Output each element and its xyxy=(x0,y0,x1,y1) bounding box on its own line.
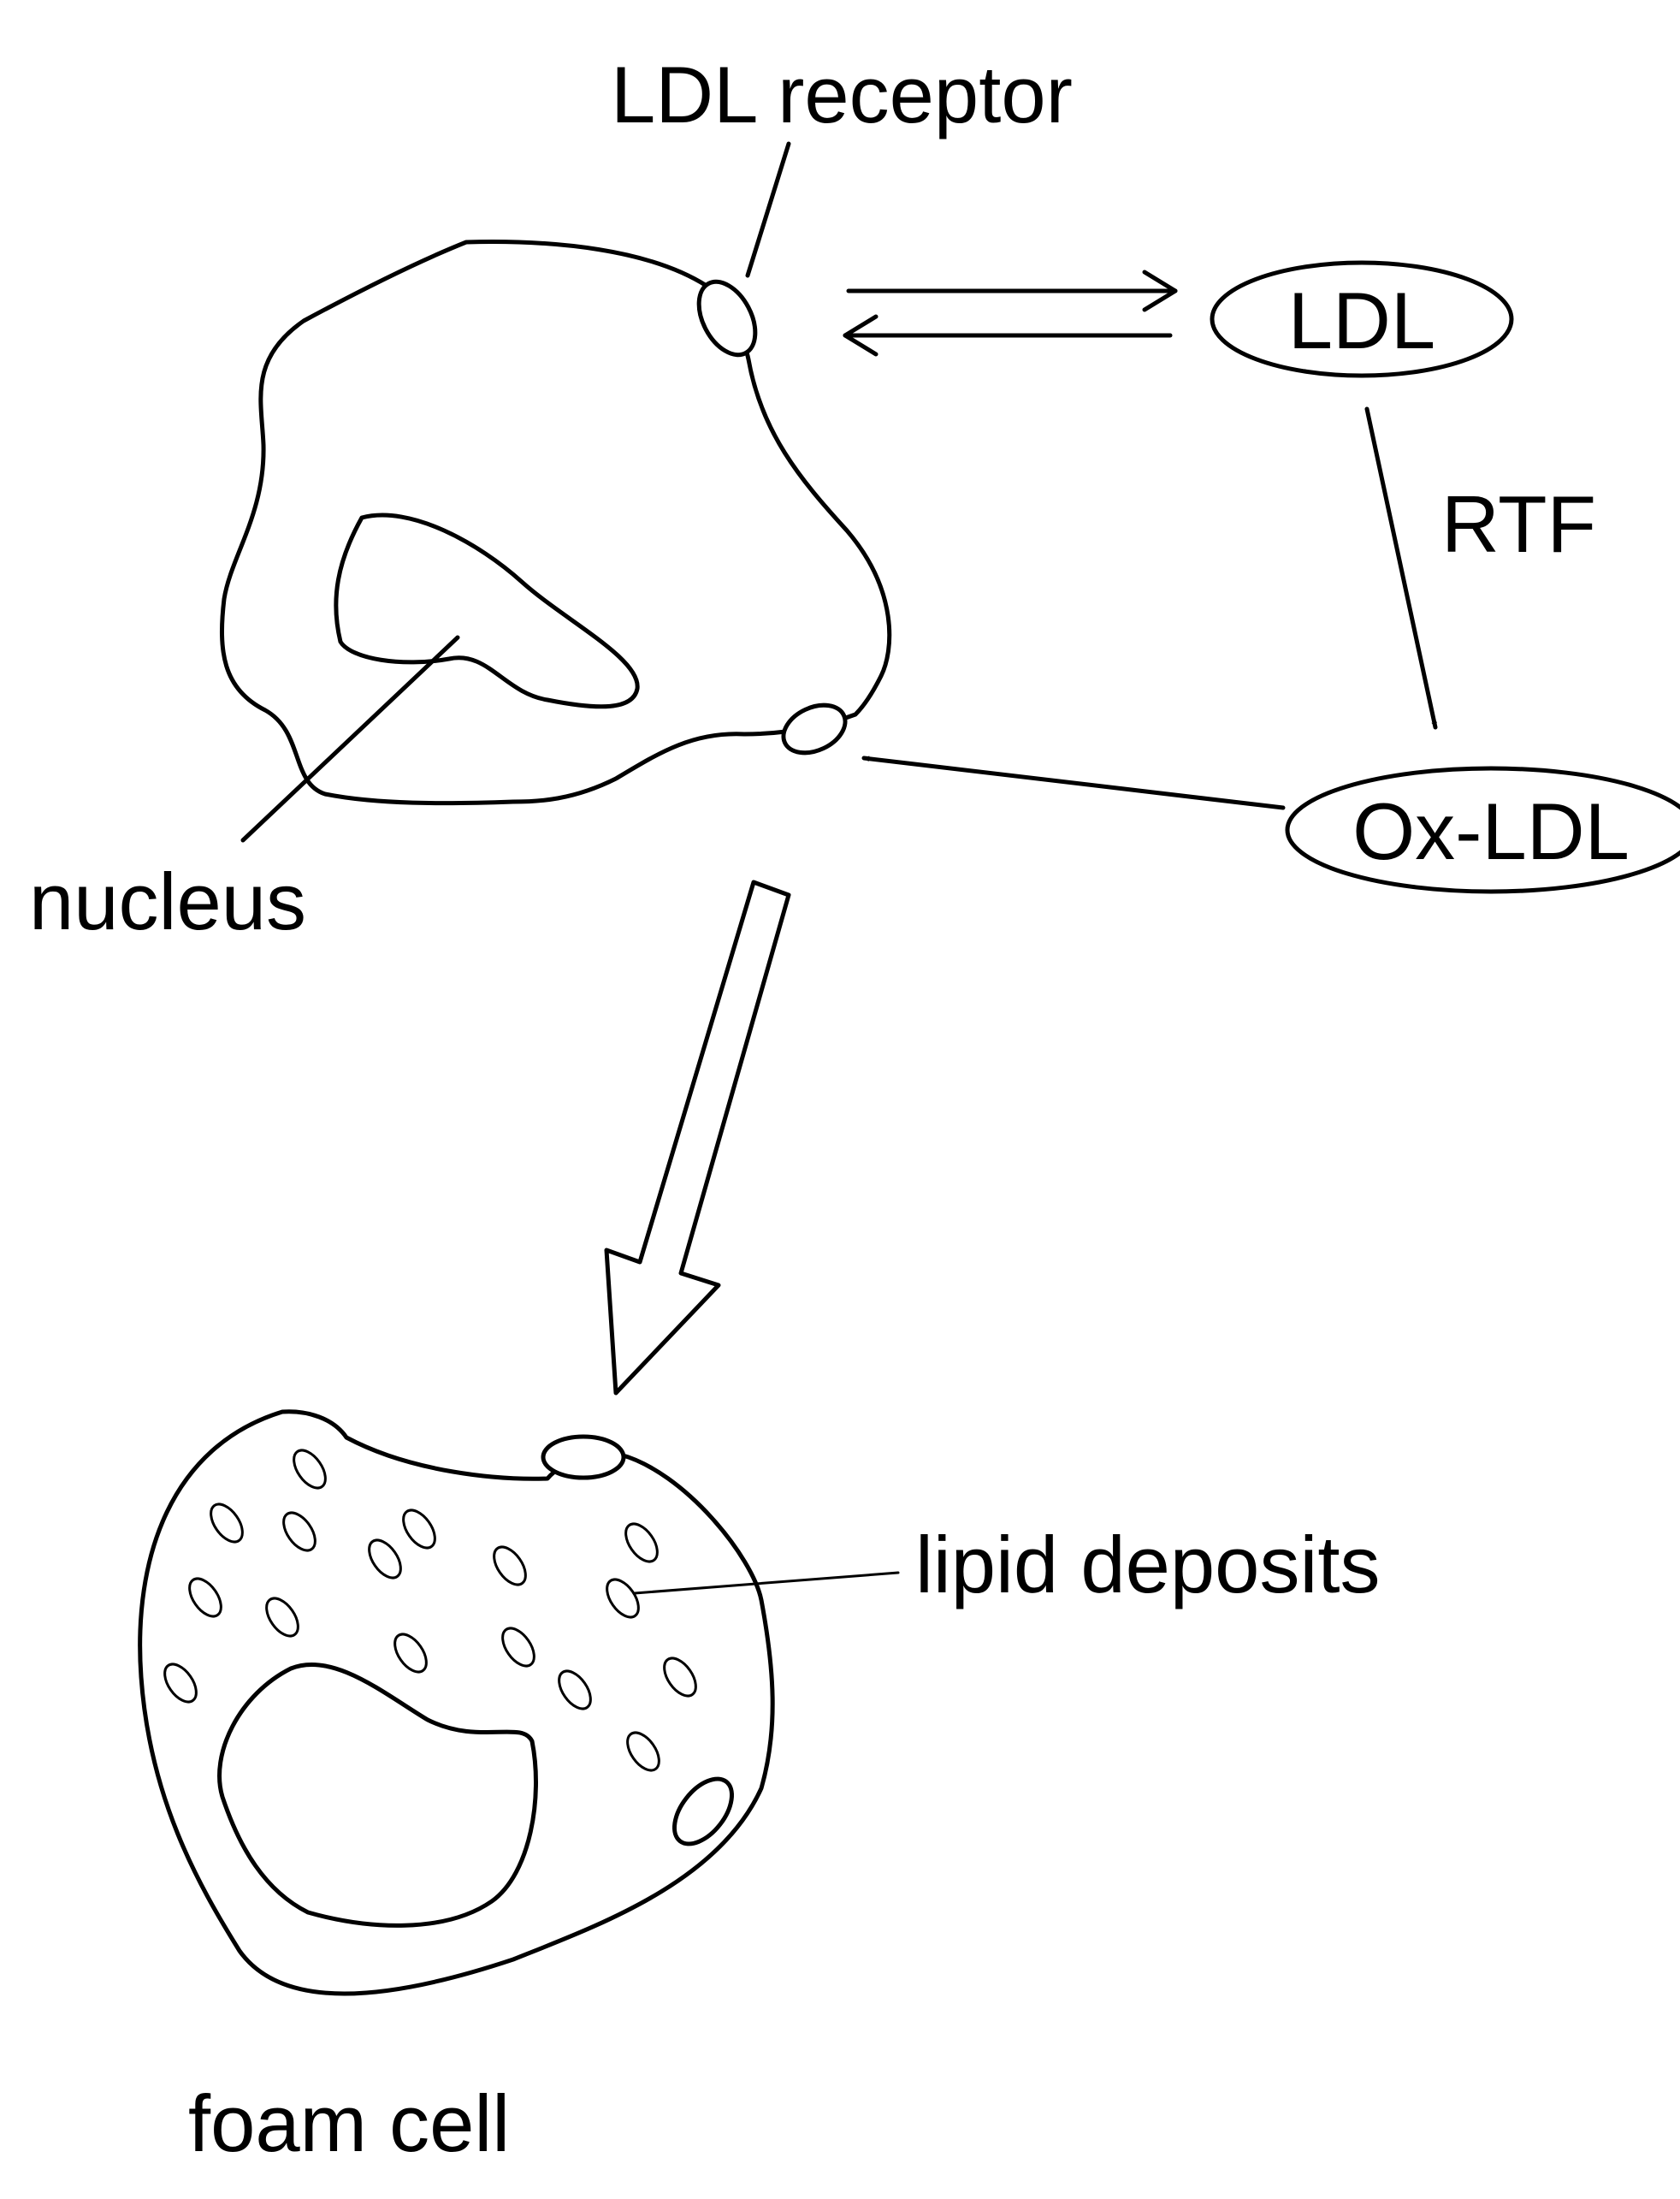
lipid-deposit xyxy=(265,1597,299,1638)
lipid-deposit xyxy=(663,1657,697,1698)
lipid-deposit xyxy=(493,1545,527,1586)
lipid-deposit xyxy=(558,1669,592,1710)
ox-ldl-uptake-arrow xyxy=(861,756,1286,810)
lipid-deposit xyxy=(501,1627,535,1668)
foam-receptor-top xyxy=(541,1434,626,1480)
ldl-receptor-leader xyxy=(745,141,791,278)
macrophage xyxy=(219,240,892,806)
lipid-deposit xyxy=(626,1731,660,1772)
lipid-deposit xyxy=(368,1538,402,1580)
ldl-ellipse xyxy=(1210,260,1514,378)
rtf-label: RTF xyxy=(1441,479,1596,569)
ldl-receptor-top xyxy=(696,279,758,358)
lipid-deposit xyxy=(188,1577,222,1618)
macrophage-membrane xyxy=(219,240,892,806)
lipid-deposit xyxy=(163,1663,198,1704)
lipid-deposits xyxy=(163,1449,697,1772)
ox-ldl-label: Ox-LDL xyxy=(1352,786,1630,876)
lipid-deposits-leader xyxy=(633,1571,900,1595)
lipid-deposit xyxy=(624,1522,659,1563)
ox-ldl-ellipse xyxy=(1285,766,1680,894)
transformation-arrow xyxy=(604,880,791,1396)
lipid-deposit xyxy=(210,1503,244,1544)
ldl-receptor-bottom xyxy=(781,702,848,756)
nucleus-shape xyxy=(334,513,640,709)
lipid-deposit xyxy=(293,1449,327,1490)
lipid-deposit xyxy=(282,1511,316,1552)
ldl-receptor-label: LDL receptor xyxy=(611,50,1073,139)
lipid-deposit xyxy=(393,1633,428,1674)
foam-cell-nucleus xyxy=(217,1662,538,1928)
ldl-label: LDL xyxy=(1288,276,1435,365)
arrow-to-ldl-head xyxy=(1142,270,1178,312)
nucleus-leader xyxy=(240,635,460,843)
lipid-deposit xyxy=(606,1578,640,1619)
foam-cell-label: foam cell xyxy=(188,2078,510,2168)
foam-cell-membrane xyxy=(138,1409,775,1996)
nucleus-label: nucleus xyxy=(29,856,306,946)
arrow-from-ldl-head xyxy=(843,314,878,357)
foam-cell xyxy=(138,1409,775,1996)
equilibrium-arrows xyxy=(843,270,1178,357)
foam-receptor-side xyxy=(672,1776,734,1846)
lipid-deposit xyxy=(402,1508,436,1550)
oxidation-arrow xyxy=(1364,406,1438,730)
lipid-deposits-label: lipid deposits xyxy=(915,1520,1380,1609)
